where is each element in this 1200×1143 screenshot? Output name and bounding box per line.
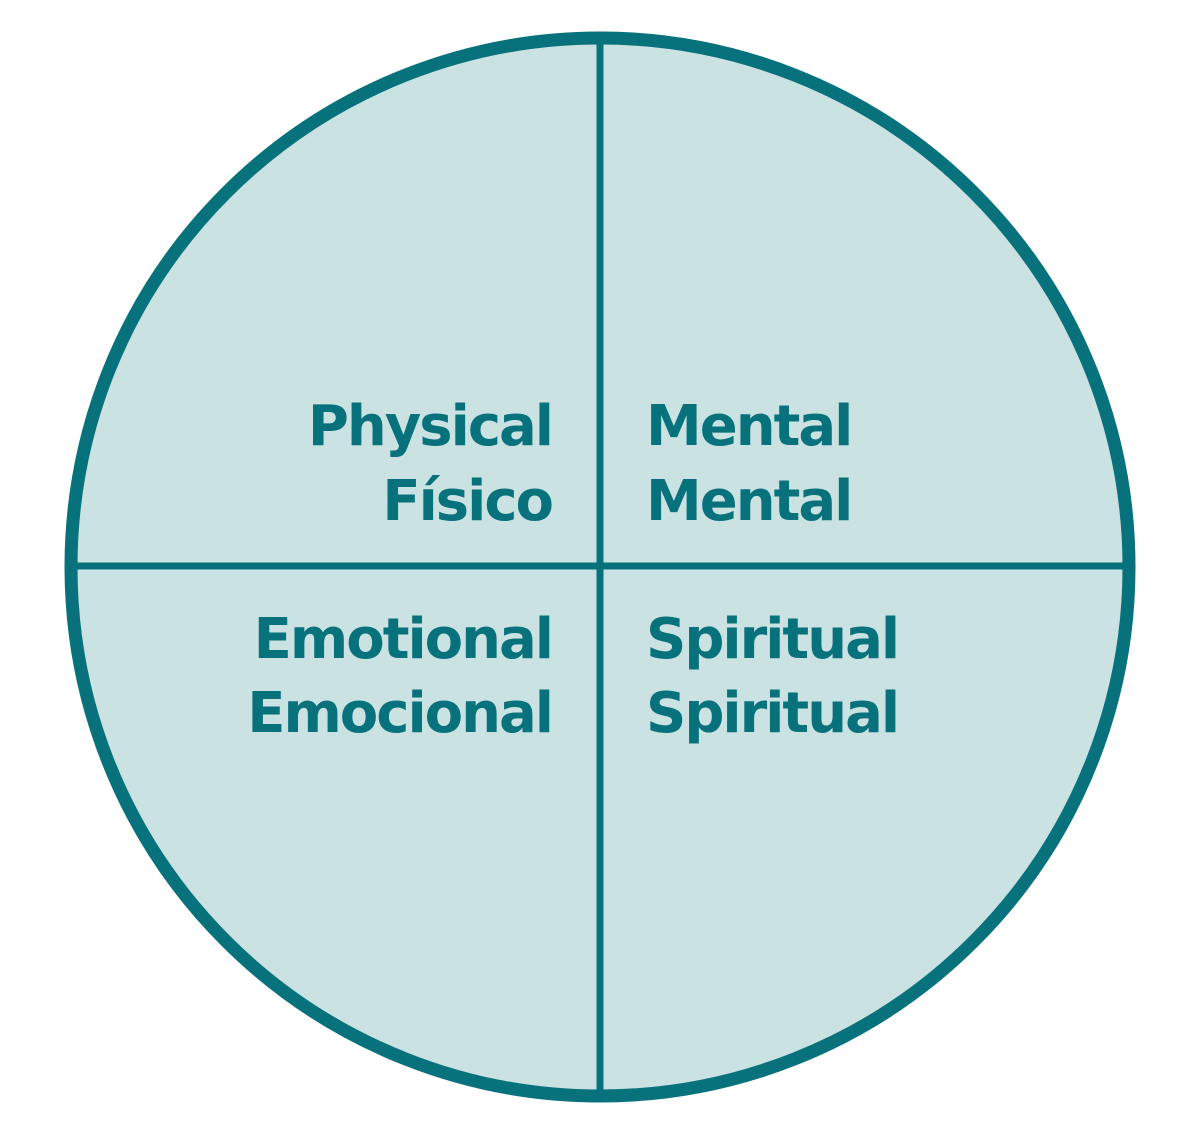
label-emotional-spanish: Emocional <box>247 681 552 746</box>
quadrant-physical: Physical Físico <box>308 394 555 534</box>
label-mental-spanish: Mental <box>646 469 851 534</box>
quadrant-emotional: Emotional Emocional <box>247 607 554 746</box>
quadrant-mental: Mental Mental <box>646 394 853 534</box>
label-physical-english: Physical <box>308 394 552 459</box>
label-spiritual-spanish: Spiritual <box>646 681 898 746</box>
label-spiritual-english: Spiritual <box>646 607 898 672</box>
label-mental-english: Mental <box>646 394 851 459</box>
quadrant-spiritual: Spiritual Spiritual <box>646 607 900 746</box>
label-physical-spanish: Físico <box>382 469 552 534</box>
label-emotional-english: Emotional <box>254 607 552 672</box>
